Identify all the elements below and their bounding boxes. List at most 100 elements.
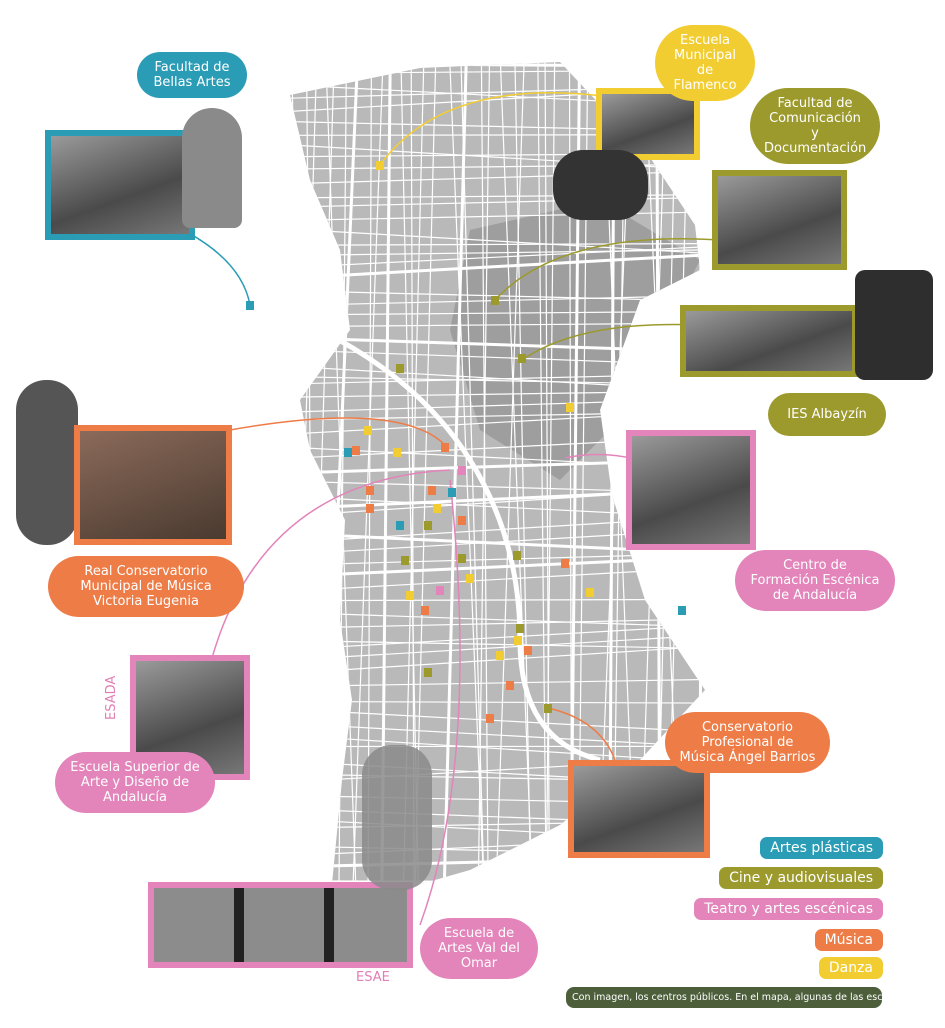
marker-artes_plasticas [396,521,404,530]
street [290,634,705,662]
marker-danza [433,504,441,513]
photo-esae [148,882,413,968]
marker-artes_plasticas [678,606,686,615]
marker-cine [491,296,499,305]
marker-danza [406,591,414,600]
photo-flamenco-shoes [553,150,648,220]
marker-danza [376,161,384,170]
legend-musica: Música [814,929,883,951]
marker-musica [524,646,532,655]
connector-line [209,469,451,666]
legend-cine: Cine y audiovisuales [719,867,883,889]
marker-musica [366,486,374,495]
street [290,639,705,650]
esada-label: ESADA [104,675,119,720]
street [441,62,469,905]
connector-line [229,417,446,446]
connector-line [379,92,631,166]
marker-cine [401,556,409,565]
photo-comunicacion [712,170,847,270]
marker-musica [458,516,466,525]
marker-danza [364,426,372,435]
marker-cine [424,668,432,677]
street [290,242,705,246]
bubble-flamenco: Escuela Municipal de Flamenco [655,25,755,101]
marker-cine [516,624,524,633]
legend-teatro: Teatro y artes escénicas [694,898,883,920]
marker-danza [586,588,594,597]
marker-artes_plasticas [344,448,352,457]
photo-david-bust [182,108,242,228]
footnote: Con imagen, los centros públicos. En el … [566,987,945,1008]
bubble-conservatorio-victoria: Real Conservatorio Municipal de Música V… [48,556,244,617]
marker-cine [424,521,432,530]
marker-danza [393,448,401,457]
photo-angel-barrios [568,760,710,858]
photo-flamenco [596,88,700,160]
bubble-esada: Escuela Superior de Arte y Diseño de And… [55,752,215,813]
marker-musica [421,606,429,615]
marker-musica [506,681,514,690]
photo-conservatorio-victoria [74,425,232,545]
marker-danza [514,636,522,645]
marker-cine [396,364,404,373]
street [290,62,318,905]
bubble-albayzin: IES Albayzín [768,393,886,436]
photo-formacion-escenica [626,430,756,550]
bubble-val-del-omar: Escuela de Artes Val del Omar [420,918,538,979]
photo-camera [855,270,933,380]
street [499,62,535,905]
bubble-bellas-artes: Facultad de Bellas Artes [137,52,247,98]
esae-label: ESAE [356,970,390,985]
legend-danza: Danza [818,957,883,979]
street [324,62,358,905]
connector-line [494,238,721,301]
marker-musica [441,443,449,452]
street [290,611,705,629]
photo-albayzin [680,305,858,377]
marker-danza [566,403,574,412]
marker-musica [428,486,436,495]
bubble-angel-barrios: Conservatorio Profesional de Música Ánge… [665,712,830,773]
street [494,62,526,905]
street [290,624,705,651]
marker-cine [544,704,552,713]
street [290,722,705,748]
bubble-formacion-escenica: Centro de Formación Escénica de Andalucí… [735,550,895,611]
connector-line [419,479,461,926]
marker-cine [518,354,526,363]
street [290,618,705,630]
marker-danza [496,651,504,660]
street [290,245,705,269]
street [544,62,551,905]
marker-musica [352,446,360,455]
marker-musica [561,559,569,568]
bubble-comunicacion: Facultad de Comunicación y Documentación [750,88,880,164]
marker-artes_plasticas [448,488,456,497]
street [290,211,705,222]
street [290,252,705,281]
street [537,62,548,905]
street [460,62,486,905]
main-avenue [318,327,601,763]
street [448,62,486,905]
photo-bellas-artes [45,130,195,240]
photo-wooden-mannequin [362,745,432,890]
school-markers [246,161,686,723]
marker-cine [458,554,466,563]
street [290,708,705,734]
street [290,249,705,257]
connector-line [521,323,701,361]
marker-cine [513,551,521,560]
connector-line [547,707,616,761]
marker-teatro [458,466,466,475]
legend-artes-plasticas: Artes plásticas [760,837,883,859]
street [290,62,312,905]
marker-musica [486,714,494,723]
street [514,62,532,905]
photo-violin [16,380,78,545]
marker-teatro [436,586,444,595]
marker-artes_plasticas [246,301,254,310]
marker-musica [366,504,374,513]
marker-danza [466,574,474,583]
